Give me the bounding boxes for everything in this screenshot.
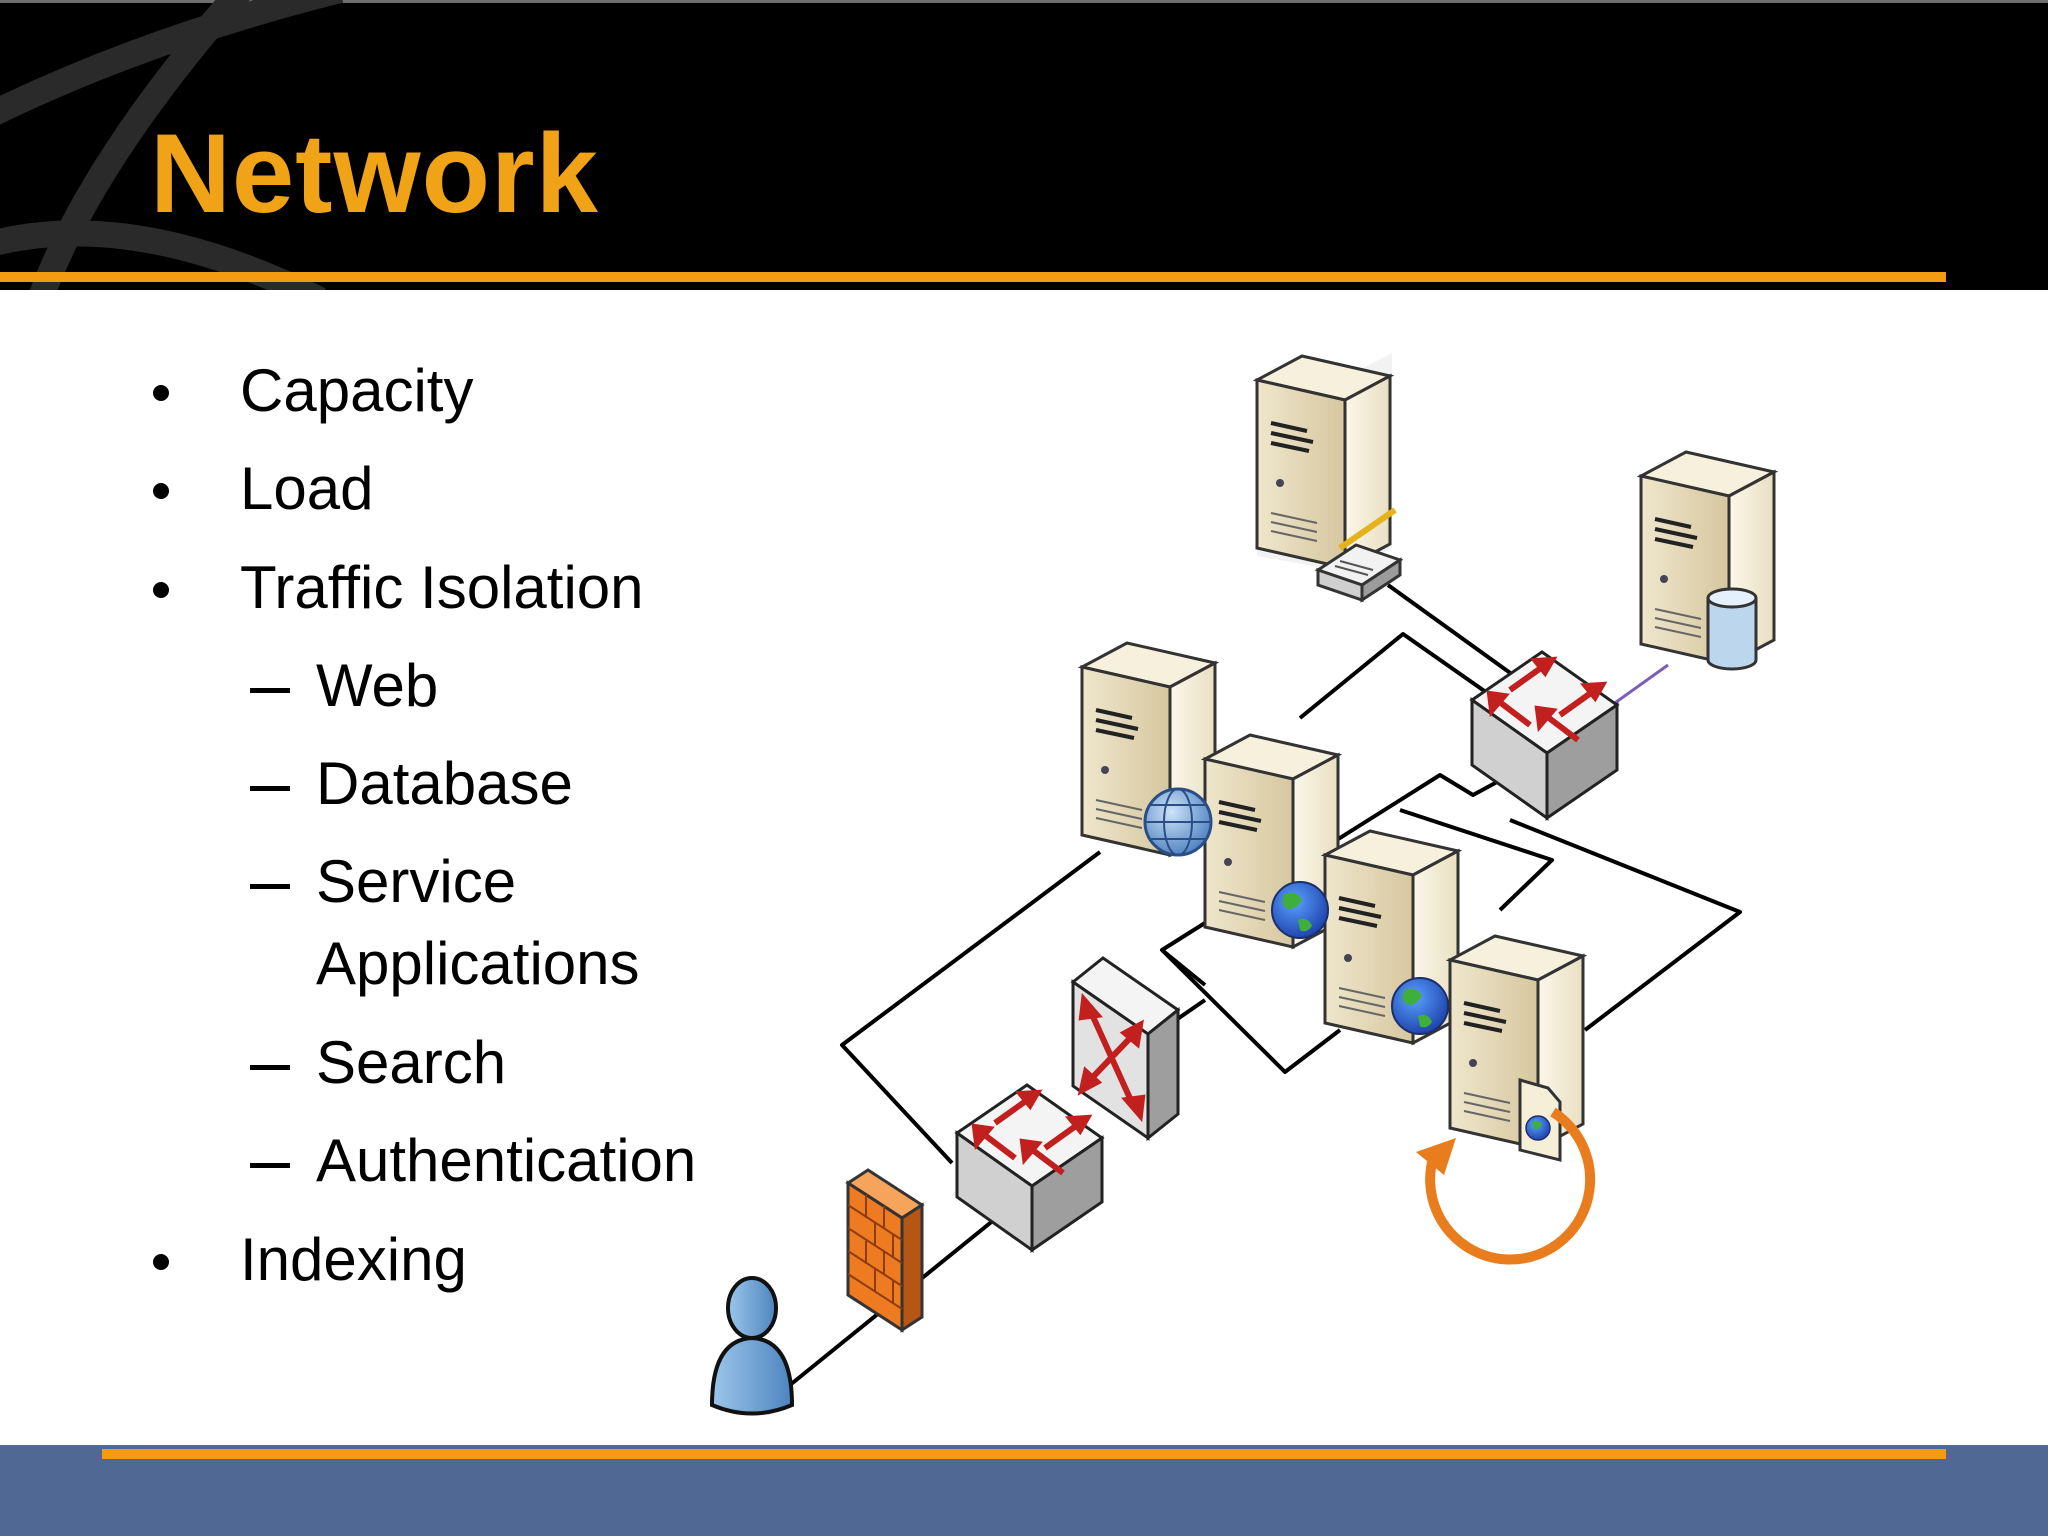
footer-accent-rule <box>102 1449 1946 1459</box>
sub-bullet-item-authentication: Authentication <box>316 1127 697 1194</box>
bullet-item-capacity: Capacity <box>240 357 474 424</box>
server <box>1320 829 1463 1046</box>
sub-bullet-item-search: Search <box>316 1029 507 1096</box>
globe-icon <box>1391 977 1449 1035</box>
header-accent-rule <box>0 272 1946 282</box>
switch-icon <box>1469 650 1620 821</box>
globe-icon <box>1271 881 1329 939</box>
bullet-marker <box>153 483 169 499</box>
document-icon <box>1518 1078 1562 1162</box>
sub-bullet-marker <box>250 786 290 791</box>
bullet-item-load: Load <box>240 455 374 522</box>
server <box>1252 353 1395 572</box>
sub-bullet-marker <box>250 688 290 693</box>
footer-band <box>0 1445 2048 1536</box>
sub-bullet-marker <box>250 1163 290 1168</box>
sub-bullet-item-service-continuation: Applications <box>316 930 640 997</box>
sub-bullet-marker <box>250 1065 290 1070</box>
sub-bullet-item-web: Web <box>316 652 439 719</box>
router-icon <box>1070 956 1181 1142</box>
globe-icon <box>1143 787 1213 857</box>
slide-title: Network <box>150 111 599 236</box>
switch-icon <box>954 1083 1105 1253</box>
sub-bullet-item-database: Database <box>316 750 573 817</box>
bullet-marker <box>153 385 169 401</box>
bullet-marker <box>153 582 169 598</box>
sub-bullet-item-service: Service <box>316 848 517 915</box>
database-icon <box>1706 587 1758 671</box>
user-icon <box>709 1276 795 1416</box>
bullet-item-traffic-isolation: Traffic Isolation <box>240 554 644 621</box>
header-band: Network <box>0 0 2048 290</box>
bullet-list: Capacity Load Traffic Isolation Web Data… <box>0 0 800 1400</box>
sub-bullet-marker <box>250 884 290 889</box>
firewall-icon <box>845 1168 925 1333</box>
bullet-marker <box>153 1254 169 1270</box>
refresh-cycle-icon <box>1416 1107 1596 1265</box>
header-top-line <box>0 0 2048 3</box>
bullet-item-indexing: Indexing <box>240 1226 467 1293</box>
modem-icon <box>1314 507 1404 603</box>
